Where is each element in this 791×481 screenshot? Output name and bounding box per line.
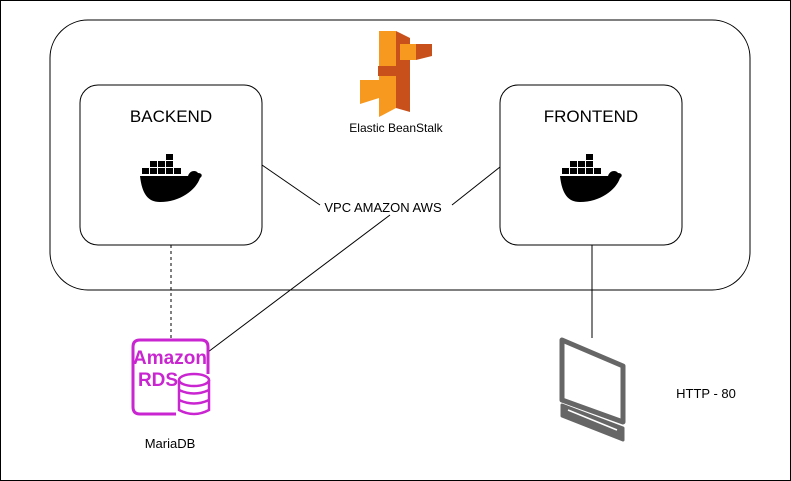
backend-vpc-connector <box>261 164 321 206</box>
beanstalk-label: Elastic BeanStalk <box>349 121 443 135</box>
frontend-node[interactable]: FRONTEND <box>499 84 683 246</box>
rds-brand-line1: Amazon <box>133 348 207 369</box>
frontend-docker-icon <box>560 154 622 202</box>
rds-label: MariaDB <box>145 436 196 451</box>
backend-label: BACKEND <box>130 107 212 126</box>
backend-node[interactable]: BACKEND <box>79 84 263 246</box>
frontend-label: FRONTEND <box>544 107 638 126</box>
client-label: HTTP - 80 <box>676 386 736 401</box>
backend-docker-icon <box>140 154 202 202</box>
vpc-rds-connector <box>207 214 391 353</box>
rds-node[interactable]: Amazon RDS MariaDB <box>131 338 211 451</box>
vpc-label: VPC AMAZON AWS <box>324 200 442 215</box>
beanstalk-icon <box>360 31 432 117</box>
client-node[interactable]: HTTP - 80 <box>559 337 736 442</box>
amazon-rds-icon: Amazon RDS <box>131 338 211 416</box>
desktop-monitor-icon <box>559 337 626 442</box>
beanstalk-environment-container[interactable] <box>49 19 751 291</box>
frontend-vpc-connector <box>451 166 501 206</box>
rds-brand-line2: RDS <box>138 370 178 391</box>
